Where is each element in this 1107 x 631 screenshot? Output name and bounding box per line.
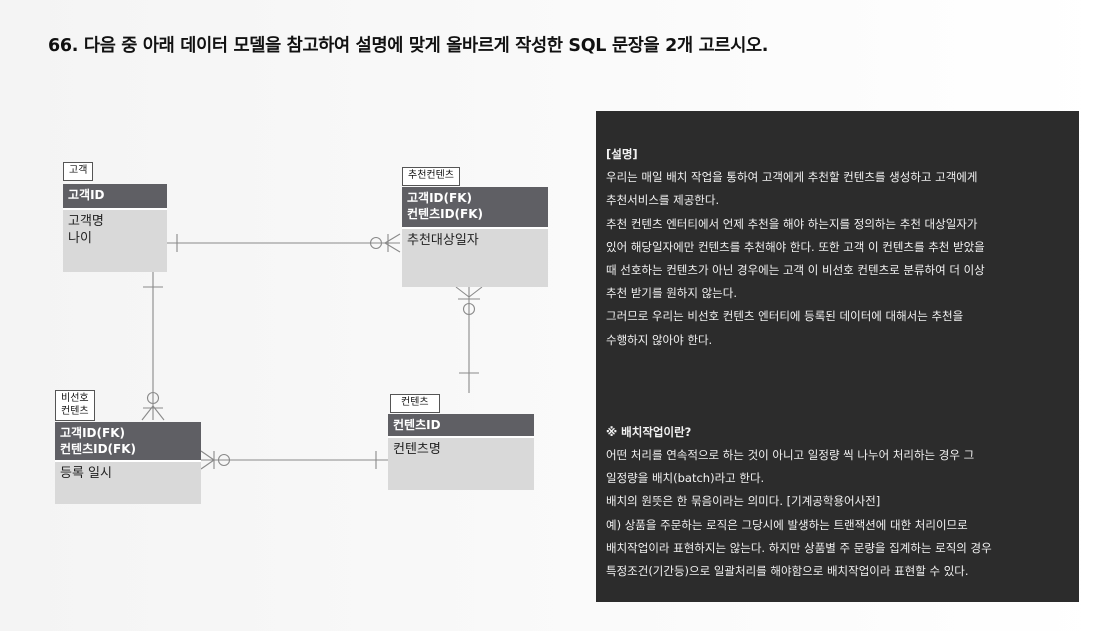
description-line: 우리는 매일 배치 작업을 통하여 고객에게 추천할 컨텐츠를 생성하고 고객에…	[606, 170, 978, 185]
crow-foot	[384, 242, 401, 253]
entity-keys: 고객ID(FK) 컨텐츠ID(FK)	[55, 422, 201, 462]
attr-row: 고객명	[68, 214, 104, 229]
spacer	[606, 352, 1069, 421]
crow-foot	[384, 233, 401, 244]
optional-mark	[462, 302, 476, 316]
attr-row: 추천대상일자	[407, 233, 479, 248]
entity-name: 추천컨텐츠	[402, 167, 460, 186]
key-row: 고객ID	[68, 188, 105, 202]
crow-foot	[468, 286, 483, 298]
optional-mark	[369, 236, 383, 250]
entity-name: 고객	[63, 162, 94, 181]
batch-line: 배치작업이라 표현하지는 않는다. 하지만 상품별 주 문량을 집계하는 로직의…	[606, 540, 992, 555]
description-line: 추천 받기를 원하지 않는다.	[606, 286, 738, 301]
key-row: 컨텐츠ID(FK)	[407, 207, 484, 221]
entity-name: 컨텐츠	[390, 394, 440, 413]
attr-row: 컨텐츠명	[393, 442, 441, 457]
name-line: 컨텐츠	[61, 405, 89, 417]
description-line: 때 선호하는 컨텐츠가 아닌 경우에는 고객 이 비선호 컨텐츠로 분류하여 더…	[606, 263, 985, 278]
question-title: 66. 다음 중 아래 데이터 모델을 참고하여 설명에 맞게 올바르게 작성한…	[48, 36, 769, 56]
entity-keys: 고객ID(FK) 컨텐츠ID(FK)	[402, 187, 548, 229]
batch-line: 예) 상품을 주문하는 로직은 그당시에 발생하는 트랜잭션에 대한 처리이므로	[606, 517, 968, 532]
batch-line: 일정량을 배치(batch)라고 한다.	[606, 471, 765, 486]
description-line: 추천서비스를 제공한다.	[606, 193, 720, 208]
name-line: 비선호	[61, 393, 89, 404]
batch-line: 어떤 처리를 연속적으로 하는 것이 아니고 일정량 씩 나누어 처리하는 경우…	[606, 448, 975, 463]
entity-attrs: 컨텐츠명	[388, 438, 534, 490]
description-heading: [설명]	[606, 147, 638, 161]
description-line: 수행하지 않아야 한다.	[606, 332, 713, 347]
description-line: 그러므로 우리는 비선호 컨텐츠 엔터티에 등록된 데이터에 대해서는 추천을	[606, 309, 964, 324]
description-line: 있어 해당일자에만 컨텐츠를 추천해야 한다. 또한 고객 이 컨텐츠를 추천 …	[606, 239, 985, 254]
entity-attrs: 추천대상일자	[402, 229, 548, 287]
entity-name: 비선호 컨텐츠	[55, 390, 95, 421]
crow-foot	[455, 286, 470, 298]
description-line: 추천 컨텐츠 엔터티에서 언제 추천을 해야 하는지를 정의하는 추천 대상일자…	[606, 216, 978, 231]
optional-mark	[217, 453, 231, 467]
description-panel: [설명] 우리는 매일 배치 작업을 통하여 고객에게 추천할 컨텐츠를 생성하…	[596, 111, 1079, 602]
batch-line: 배치의 원뜻은 한 묶음이라는 의미다. [기계공학용어사전]	[606, 494, 881, 509]
er-diagram: 고객 고객ID 고객명 나이 추천컨텐츠 고객ID(FK) 컨텐츠ID(FK) …	[55, 162, 548, 504]
key-row: 고객ID(FK)	[407, 191, 472, 205]
entity-attrs: 고객명 나이	[63, 210, 167, 272]
attr-row: 등록 일시	[60, 466, 112, 481]
entity-keys: 컨텐츠ID	[388, 414, 534, 438]
crow-foot	[200, 459, 215, 470]
key-row: 컨텐츠ID	[393, 418, 441, 432]
batch-heading: ※ 배치작업이란?	[606, 424, 692, 439]
relationship-lines	[141, 233, 483, 470]
batch-line: 특정조건(기간등)으로 일괄처리를 해야함으로 배치작업이라 표현할 수 있다.	[606, 564, 969, 579]
key-row: 컨텐츠ID(FK)	[60, 442, 137, 456]
entity-keys: 고객ID	[63, 184, 167, 210]
entity-attrs: 등록 일시	[55, 462, 201, 504]
key-row: 고객ID(FK)	[60, 426, 125, 440]
crow-foot	[200, 450, 215, 461]
optional-mark	[146, 391, 160, 405]
attr-row: 나이	[68, 231, 92, 246]
